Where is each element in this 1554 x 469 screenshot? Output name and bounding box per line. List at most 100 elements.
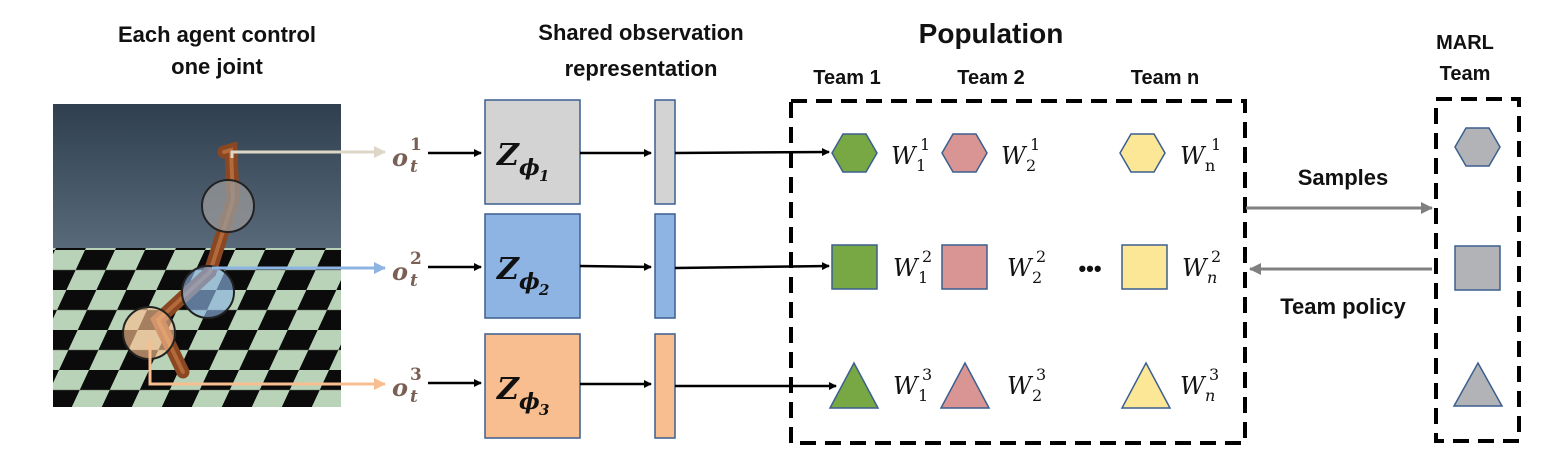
weight-wn-1: W n 1 [1180,135,1221,175]
agent-control-header: Each agent control one joint [118,22,316,79]
ellipsis-dots: ••• [1078,256,1101,281]
observation-2: o t 2 [392,249,422,291]
svg-text:3: 3 [410,365,422,385]
svg-text:o: o [392,143,408,172]
encoder-1: Z ϕ 1 [484,99,581,205]
svg-text:n: n [1207,268,1217,287]
team2-square [941,244,988,290]
svg-text:n: n [1205,156,1215,175]
weight-w2-1: W 2 1 [1001,135,1040,175]
svg-text:3: 3 [1036,365,1046,384]
weight-w2-2: W 2 2 [1007,247,1046,287]
samples-label: Samples [1298,165,1389,190]
svg-text:1: 1 [920,135,930,154]
svg-text:3: 3 [922,365,932,384]
svg-text:3: 3 [1209,365,1219,384]
teamn-hexagon [1119,133,1166,173]
svg-text:W: W [1180,142,1207,170]
joint3-connector [148,340,386,390]
marl-team-header: MARL Team [1436,32,1494,85]
svg-text:t: t [410,157,418,177]
arrow-rep2-to-population [674,262,830,271]
robot-scene [53,104,341,407]
svg-text:2: 2 [1032,268,1042,287]
svg-text:o: o [392,257,408,286]
svg-text:ϕ: ϕ [519,389,540,415]
svg-text:1: 1 [1030,135,1040,154]
svg-text:W: W [1182,254,1209,282]
svg-text:Z: Z [496,372,520,407]
svg-text:2: 2 [410,249,422,269]
svg-text:1: 1 [918,386,928,405]
svg-text:Z: Z [496,138,520,173]
team1-hexagon [831,133,878,173]
svg-text:2: 2 [1026,156,1036,175]
svg-text:ϕ: ϕ [519,269,540,295]
weight-wn-3: W n 3 [1180,365,1219,405]
svg-text:ϕ: ϕ [519,155,540,181]
svg-text:1: 1 [916,156,926,175]
weight-w1-2: W 1 2 [893,247,932,287]
team2-header: Team 2 [957,67,1024,89]
weight-w1-1: W 1 1 [891,135,930,175]
team1-header: Team 1 [813,67,880,89]
svg-text:2: 2 [922,247,932,266]
observation-1: o t 1 [392,135,422,177]
svg-text:t: t [410,271,418,291]
svg-text:2: 2 [1211,247,1221,266]
svg-text:W: W [1180,372,1207,400]
svg-text:2: 2 [538,281,549,299]
scene-sky [53,104,341,254]
marl-square [1454,245,1501,291]
svg-text:W: W [893,254,920,282]
shared-observation-header: Shared observation representation [538,20,743,81]
population-box [789,99,1247,445]
team1-triangle [828,361,880,409]
teamn-square [1121,244,1168,290]
svg-text:n: n [1205,386,1215,405]
joint1-connector [230,146,386,158]
marl-line1: MARL [1436,32,1494,54]
svg-text:W: W [1007,372,1034,400]
svg-text:2: 2 [1032,386,1042,405]
arrow-rep1-to-population [674,148,830,157]
marl-line2: Team [1440,63,1491,85]
marl-triangle [1452,361,1504,407]
svg-text:1: 1 [918,268,928,287]
svg-text:3: 3 [539,401,549,419]
svg-text:W: W [891,142,918,170]
teamn-header: Team n [1131,67,1200,89]
marl-team-box [1434,97,1521,443]
population-title: Population [919,18,1064,49]
team-policy-label: Team policy [1280,294,1406,319]
arrow-encoder2-to-rep2 [579,262,652,271]
svg-text:1: 1 [539,167,549,185]
weight-w1-3: W 1 3 [893,365,932,405]
representation-bar-3 [654,333,676,439]
representation-bar-1 [654,99,676,205]
svg-text:1: 1 [1211,135,1221,154]
shared-obs-line2: representation [565,56,718,81]
agent-control-line2: one joint [171,54,263,79]
svg-text:W: W [893,372,920,400]
svg-text:o: o [392,373,408,402]
svg-text:2: 2 [1036,247,1046,266]
encoder-2: Z ϕ 2 [484,213,581,319]
observation-3: o t 3 [392,365,422,407]
teamn-triangle [1120,361,1172,409]
svg-text:t: t [410,387,418,407]
svg-text:1: 1 [410,135,422,155]
encoder-3: Z ϕ 3 [484,333,581,439]
agent-control-line1: Each agent control [118,22,316,47]
svg-text:W: W [1007,254,1034,282]
svg-text:Z: Z [496,252,520,287]
shared-obs-line1: Shared observation [538,20,743,45]
joint-1-circle [201,179,255,233]
representation-bar-2 [654,213,676,319]
team2-triangle [939,361,991,409]
team2-hexagon [941,133,988,173]
joint-2-circle [181,265,235,319]
weight-wn-2: W n 2 [1182,247,1221,287]
team1-square [831,244,878,290]
